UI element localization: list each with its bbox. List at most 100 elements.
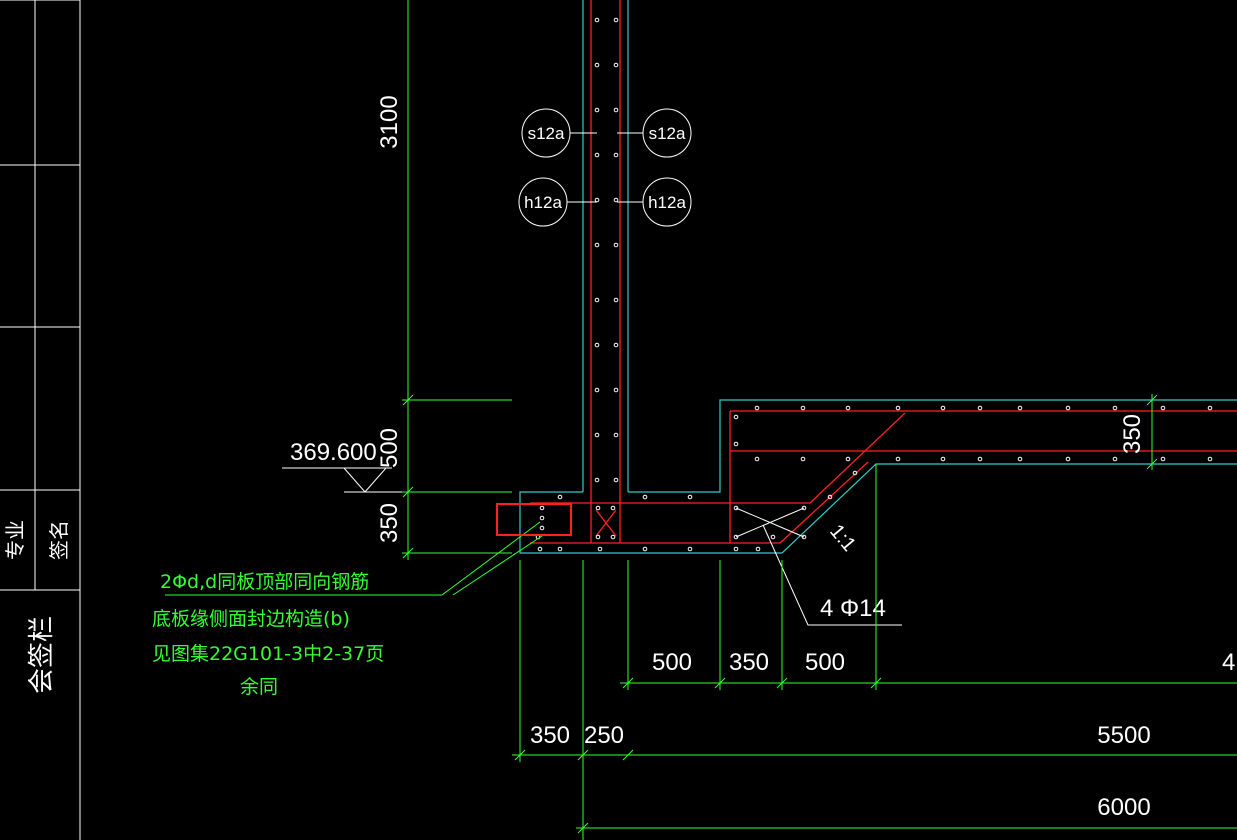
dim-500-a: 500 (652, 649, 692, 676)
rebar-dot (613, 152, 619, 158)
rebar-dot (539, 515, 545, 521)
rebar-dot (594, 17, 600, 23)
dim-500-b: 500 (805, 649, 845, 676)
rebar-dot (1160, 405, 1166, 411)
rebar-dot (895, 405, 901, 411)
rebar-dot (594, 62, 600, 68)
rebar-dot (610, 534, 616, 540)
rebar-dot (940, 456, 946, 462)
rebar-dot (613, 62, 619, 68)
rebar-dot (613, 342, 619, 348)
rebar-dot (613, 107, 619, 113)
rebar-dot (595, 534, 601, 540)
dim-right-slab: 350 (1119, 414, 1146, 454)
rebar-dot (613, 197, 619, 203)
title-label-sign: 签名 (47, 520, 71, 560)
rebar-dot (801, 505, 807, 511)
haunch-bar-cross (735, 507, 902, 626)
rebar-dot (597, 546, 603, 552)
rebar-dot (539, 525, 545, 531)
rebar-tag-s-right: s12a (642, 108, 692, 158)
rebar-dot (801, 534, 807, 540)
rebar-dot (687, 546, 693, 552)
rebar-dot (594, 152, 600, 158)
rebar-dot (1112, 456, 1118, 462)
rebar-dot (595, 505, 601, 511)
note-line-3: 见图集22G101-3中2-37页 (152, 643, 384, 665)
rebar-dot (755, 546, 761, 552)
rebar-dot (733, 546, 739, 552)
dim-6000: 6000 (1097, 794, 1150, 821)
rebar-dot (733, 414, 739, 420)
rebar-dot (539, 505, 545, 511)
rebar-dot (770, 534, 776, 540)
rebar-dot (1112, 405, 1118, 411)
rebar-dot (610, 505, 616, 511)
rebar-dot (1207, 456, 1213, 462)
rebar-tag-h-left: h12a (518, 177, 568, 227)
rebar-dot (537, 546, 543, 552)
rebar-label-4phi14: 4 Φ14 (820, 595, 886, 622)
rebar-dot (940, 405, 946, 411)
rebar-dot (594, 197, 600, 203)
note-line-2: 底板缘侧面封边构造(b) (152, 608, 350, 630)
rebar-dot (557, 546, 563, 552)
rebar-dot (594, 342, 600, 348)
concrete-outline (519, 0, 1237, 554)
rebar-dot (754, 456, 760, 462)
rebar-dot (594, 477, 600, 483)
dim-350: 350 (729, 649, 769, 676)
rebar-dot (827, 494, 833, 500)
rebar-dot (594, 107, 600, 113)
dim-4: 4 (1222, 649, 1235, 676)
rebar-dot (845, 405, 851, 411)
rebar-tag-s-left-text: s12a (528, 124, 565, 143)
rebar-dot (733, 505, 739, 511)
rebar-dot (1065, 456, 1071, 462)
dim-wall-height: 3100 (376, 95, 403, 148)
rebar-tag-leaders (567, 132, 643, 203)
rebar-dot (594, 432, 600, 438)
note-line-4: 余同 (240, 676, 278, 698)
rebar-tag-s-right-text: s12a (649, 124, 686, 143)
rebar-dot (1017, 456, 1023, 462)
rebar-dot (800, 456, 806, 462)
rebar-dot (1207, 405, 1213, 411)
rebar-dot (642, 494, 648, 500)
rebar-dot (754, 405, 760, 411)
dim-250: 250 (584, 722, 624, 749)
rebar-dot (1017, 405, 1023, 411)
note-line-1: 2Φd,d同板顶部同向钢筋 (160, 571, 369, 593)
title-block (0, 0, 81, 840)
title-label-major: 专业 (3, 520, 27, 560)
rebar-dot (613, 297, 619, 303)
rebar-dot (594, 297, 600, 303)
rebar-dot (613, 17, 619, 23)
title-label-countersign: 会签栏 (27, 616, 57, 694)
rebar-lines (530, 0, 1237, 544)
rebar-dot (613, 387, 619, 393)
highlight-box (496, 503, 572, 536)
rebar-dot (895, 456, 901, 462)
rebar-dot (594, 242, 600, 248)
rebar-dot (613, 477, 619, 483)
dim-above-slab: 500 (376, 428, 403, 468)
dim-slab-thickness: 350 (376, 503, 403, 543)
rebar-dot (1065, 405, 1071, 411)
rebar-dot (852, 470, 858, 476)
rebar-dot (1160, 456, 1166, 462)
rebar-dot (642, 546, 648, 552)
rebar-dots (535, 17, 1213, 552)
rebar-dot (557, 494, 563, 500)
rebar-dot (687, 494, 693, 500)
rebar-dot (733, 441, 739, 447)
dimension-lines (165, 0, 1237, 840)
dim-5500: 5500 (1097, 722, 1150, 749)
elevation-marker (282, 467, 402, 493)
elevation-value: 369.600 (290, 439, 377, 466)
rebar-tag-h-right-text: h12a (648, 193, 686, 212)
rebar-tag-h-right: h12a (642, 177, 692, 227)
rebar-dot (977, 405, 983, 411)
rebar-dot (613, 242, 619, 248)
